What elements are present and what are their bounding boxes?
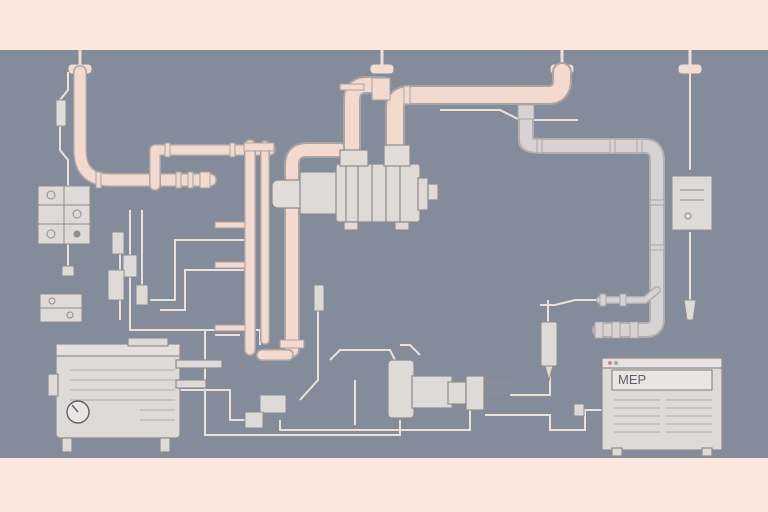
thermostat-box (671, 175, 713, 231)
inline-valves (61, 231, 325, 429)
control-panel-upper-left (37, 185, 91, 245)
hanger-box-left (55, 99, 67, 127)
indicator-light-icon (608, 361, 618, 365)
sensor-probe-right (683, 299, 697, 321)
panel-connector (573, 403, 585, 417)
lower-pump-assembly (387, 359, 512, 419)
central-compressor (271, 144, 439, 231)
gauge-icon (66, 400, 90, 424)
pipe-flanges (95, 77, 665, 349)
mep-panel (601, 357, 723, 457)
return-piping (518, 107, 665, 338)
flow-sensor (540, 321, 558, 382)
control-panel-lower-left (39, 293, 83, 323)
bottom-band (0, 458, 768, 512)
top-band (0, 0, 768, 50)
mep-panel-label: MEP (618, 372, 646, 387)
